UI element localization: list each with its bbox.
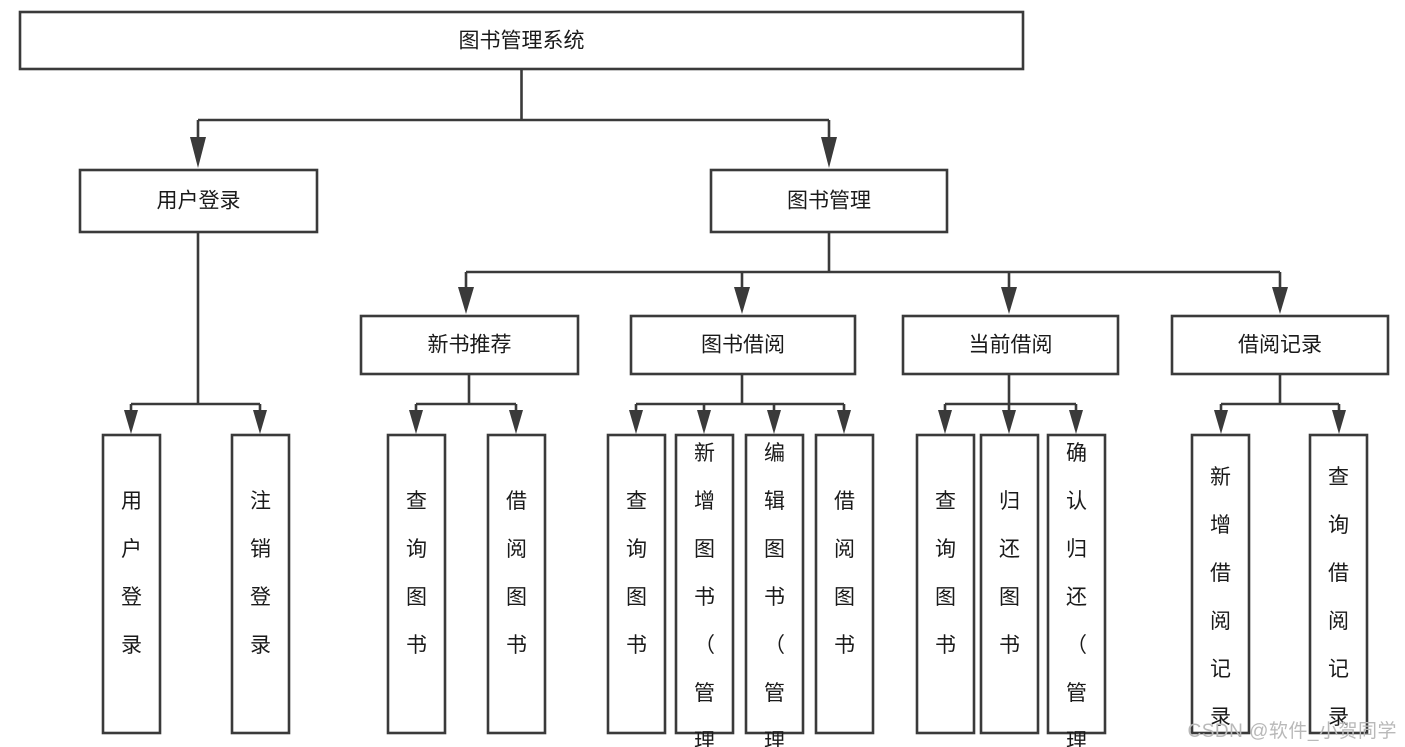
leaf-new-book-1-box <box>486 433 547 735</box>
node-current-borrow-label: 当前借阅 <box>969 334 1053 357</box>
node-book-management-label: 图书管理 <box>787 190 871 213</box>
arrow-head-borrow-book-leaf-2 <box>767 410 781 434</box>
arrow-head-new-book-leaf-1 <box>509 410 523 434</box>
leaf-current-borrow-2[interactable]: 确认归还（管理员） <box>1046 433 1107 747</box>
leaf-user-login-1[interactable]: 注销登录 <box>230 433 291 735</box>
arrow-head-borrow-book <box>734 287 750 314</box>
arrow-head-current-borrow-leaf-0 <box>938 410 952 434</box>
leaf-current-borrow-0-box <box>915 433 976 735</box>
leaf-new-book-0[interactable]: 查询图书 <box>386 433 447 735</box>
leaf-new-book-0-label: 查询图书 <box>406 490 427 657</box>
connector-group-book-mgmt <box>458 232 1288 314</box>
node-root-system-box <box>18 10 1025 71</box>
leaf-borrow-record-1-box <box>1308 433 1369 735</box>
node-new-book-recommend[interactable]: 新书推荐 <box>359 314 580 376</box>
leaf-current-borrow-1[interactable]: 归还图书 <box>979 433 1040 735</box>
leaf-borrow-book-0-box <box>606 433 667 735</box>
leaf-user-login-0[interactable]: 用户登录 <box>101 433 162 735</box>
leaf-borrow-book-3-box <box>814 433 875 735</box>
leaf-borrow-book-3[interactable]: 借阅图书 <box>814 433 875 735</box>
node-book-borrow[interactable]: 图书借阅 <box>629 314 857 376</box>
node-current-borrow[interactable]: 当前借阅 <box>901 314 1120 376</box>
leaf-new-book-1-label: 借阅图书 <box>506 490 527 657</box>
leaf-current-borrow-0[interactable]: 查询图书 <box>915 433 976 735</box>
arrow-head-current-borrow-leaf-2 <box>1069 410 1083 434</box>
leaf-borrow-record-0[interactable]: 新增借阅记录 <box>1190 433 1251 735</box>
connector-group-user-login <box>124 232 267 434</box>
leaf-borrow-record-1[interactable]: 查询借阅记录 <box>1308 433 1369 735</box>
arrow-head-borrow-book-leaf-3 <box>837 410 851 434</box>
leaf-current-borrow-2-label: 确认归还（管理员） <box>1066 442 1087 747</box>
node-book-management[interactable]: 图书管理 <box>709 168 949 234</box>
node-user-login-label: 用户登录 <box>157 190 241 213</box>
node-borrow-record-label: 借阅记录 <box>1238 334 1322 357</box>
connector-group-borrow-book <box>629 374 851 434</box>
node-new-book-recommend-box <box>359 314 580 376</box>
connector-group-borrow-record <box>1214 374 1346 434</box>
leaf-borrow-book-2[interactable]: 编辑图书（管理员） <box>744 433 805 747</box>
arrow-head-current-borrow <box>1001 287 1017 314</box>
connector-group-new-book <box>409 374 523 434</box>
leaf-borrow-record-0-label: 新增借阅记录 <box>1210 466 1231 729</box>
arrow-head-book-mgmt <box>821 137 837 168</box>
node-book-borrow-label: 图书借阅 <box>701 334 785 357</box>
arrow-head-borrow-record <box>1272 287 1288 314</box>
node-borrow-record-box <box>1170 314 1390 376</box>
leaf-current-borrow-2-box <box>1046 433 1107 735</box>
leaf-borrow-record-1-label: 查询借阅记录 <box>1328 466 1349 729</box>
node-current-borrow-box <box>901 314 1120 376</box>
connector-group-root <box>190 69 837 168</box>
leaf-borrow-book-1-label: 新增图书（管理员） <box>694 442 715 747</box>
node-user-login-box <box>78 168 319 234</box>
leaf-user-login-1-label: 注销登录 <box>250 490 271 657</box>
node-user-login[interactable]: 用户登录 <box>78 168 319 234</box>
leaf-borrow-book-0-label: 查询图书 <box>626 490 647 657</box>
leaf-current-borrow-1-label: 归还图书 <box>999 490 1020 657</box>
node-root-system[interactable]: 图书管理系统 <box>18 10 1025 71</box>
leaf-current-borrow-0-label: 查询图书 <box>935 490 956 657</box>
leaf-user-login-0-box <box>101 433 162 735</box>
arrow-head-user-login <box>190 137 206 168</box>
connector-group-current-borrow <box>938 374 1083 434</box>
leaf-new-book-1[interactable]: 借阅图书 <box>486 433 547 735</box>
leaf-user-login-1-box <box>230 433 291 735</box>
arrow-head-new-book <box>458 287 474 314</box>
leaf-user-login-0-label: 用户登录 <box>121 490 142 657</box>
arrow-head-borrow-book-leaf-1 <box>697 410 711 434</box>
node-new-book-recommend-label: 新书推荐 <box>428 334 512 357</box>
node-book-borrow-box <box>629 314 857 376</box>
arrow-head-user-login-leaf-1 <box>253 410 267 434</box>
arrow-head-borrow-book-leaf-0 <box>629 410 643 434</box>
leaf-borrow-book-0[interactable]: 查询图书 <box>606 433 667 735</box>
leaf-borrow-book-1-box <box>674 433 735 735</box>
leaf-borrow-book-2-label: 编辑图书（管理员） <box>764 442 785 747</box>
leaf-current-borrow-1-box <box>979 433 1040 735</box>
leaf-borrow-book-3-label: 借阅图书 <box>834 490 855 657</box>
arrow-head-user-login-leaf-0 <box>124 410 138 434</box>
csdn-watermark: CSDN @软件_小贺同学 <box>1187 721 1397 742</box>
arrow-head-current-borrow-leaf-1 <box>1002 410 1016 434</box>
node-root-system-label: 图书管理系统 <box>459 30 585 53</box>
leaf-borrow-book-2-box <box>744 433 805 735</box>
leaf-new-book-0-box <box>386 433 447 735</box>
node-book-management-box <box>709 168 949 234</box>
node-borrow-record[interactable]: 借阅记录 <box>1170 314 1390 376</box>
arrow-head-borrow-record-leaf-1 <box>1332 410 1346 434</box>
arrow-head-borrow-record-leaf-0 <box>1214 410 1228 434</box>
arrow-head-new-book-leaf-0 <box>409 410 423 434</box>
leaf-borrow-book-1[interactable]: 新增图书（管理员） <box>674 433 735 747</box>
leaf-borrow-record-0-box <box>1190 433 1251 735</box>
